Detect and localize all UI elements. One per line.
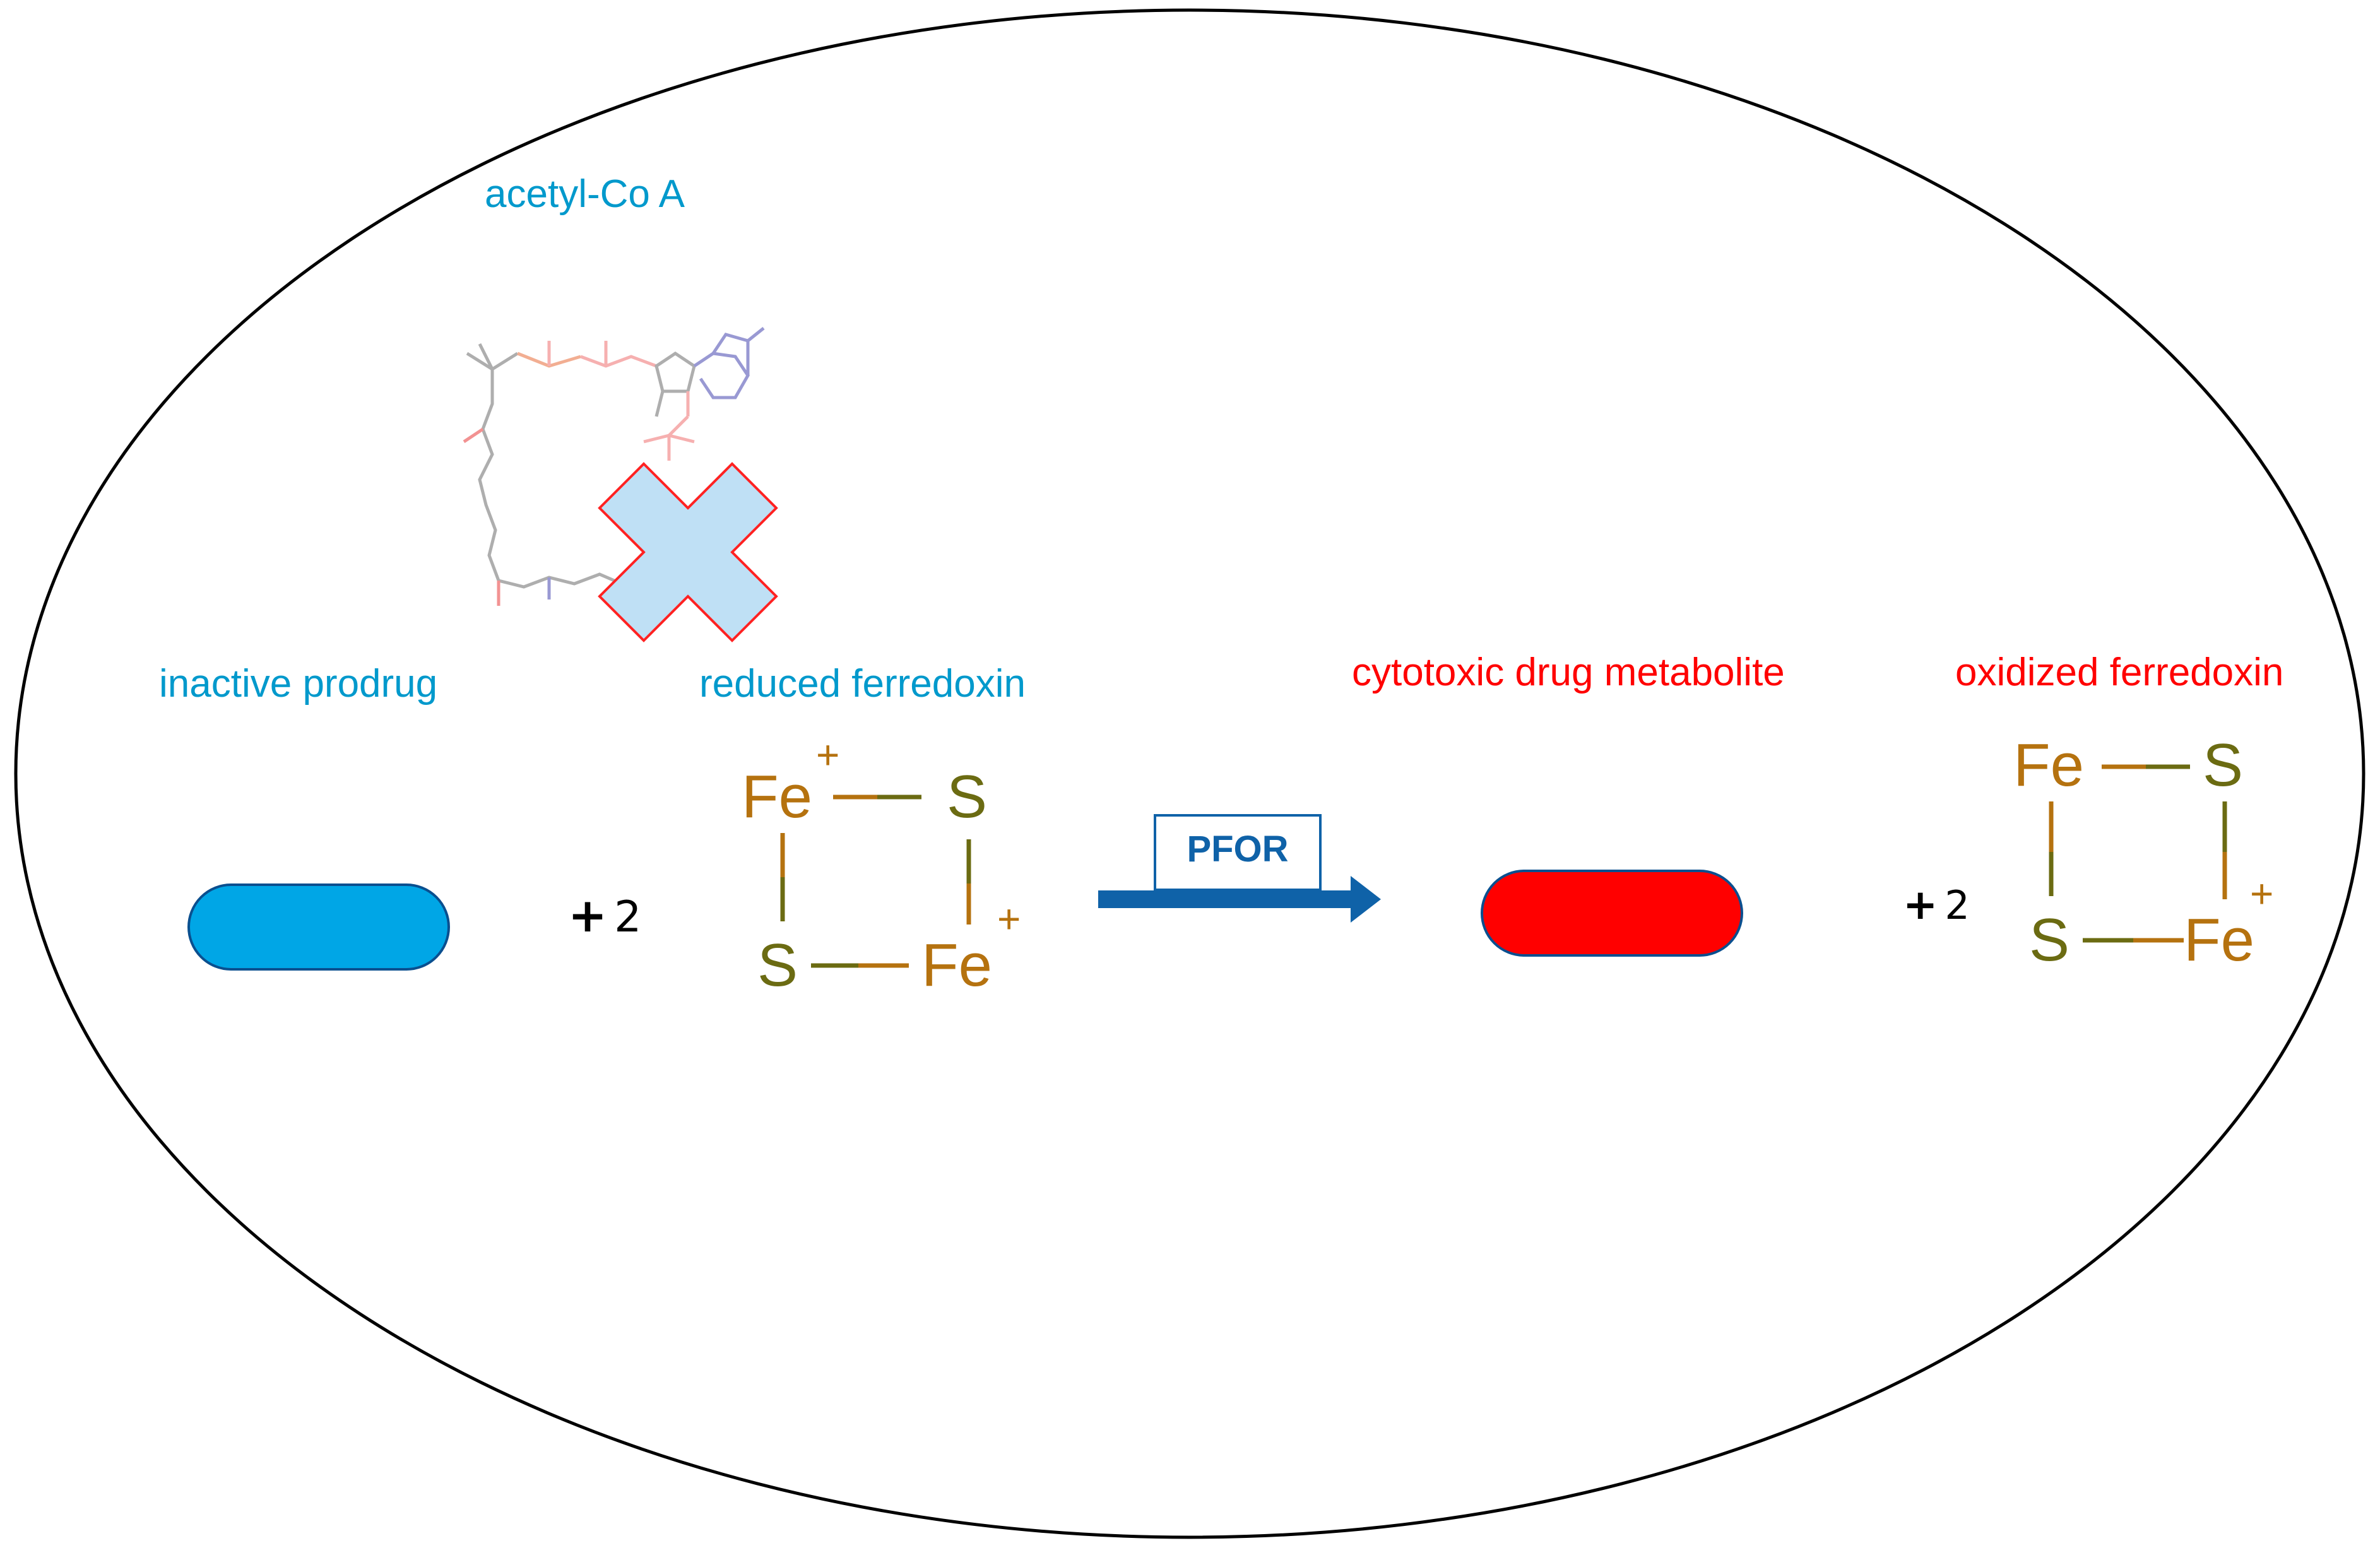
fe-atom: Fe: [921, 931, 992, 999]
reduced-ferredoxin-label: reduced ferredoxin: [699, 662, 1026, 706]
oxidized-ferredoxin-bonds: [2049, 764, 2227, 943]
stoich-coefficient: 2: [614, 892, 642, 942]
reaction-arrow: [1098, 876, 1381, 923]
fe-atom: Fe: [742, 763, 812, 830]
cytotoxic-metabolite-label: cytotoxic drug metabolite: [1352, 651, 1785, 694]
s-atom: S: [2203, 731, 2243, 799]
oxidized-ferredoxin-label: oxidized ferredoxin: [1955, 651, 2284, 694]
charge-sign: +: [2250, 871, 2273, 916]
x-cross-icon: [598, 462, 778, 642]
stoichiometry-right: + 2: [1903, 880, 1970, 929]
charge-sign: +: [997, 896, 1021, 942]
stoich-coefficient: 2: [1945, 882, 1970, 928]
reduced-ferredoxin: Fe + S S Fe +: [742, 732, 1021, 999]
inactive-prodrug-shape: [187, 883, 450, 971]
plus-sign: +: [1903, 880, 1938, 929]
plus-sign: +: [568, 889, 608, 943]
enzyme-label: PFOR: [1187, 829, 1289, 870]
inactive-prodrug-label: inactive prodrug: [159, 662, 438, 706]
s-atom: S: [757, 931, 798, 999]
enzyme-box: [1154, 814, 1322, 891]
fe-atom: Fe: [2013, 731, 2084, 799]
reduced-ferredoxin-bonds: [780, 795, 971, 968]
stoichiometry-left: + 2: [568, 889, 641, 943]
fe-atom: Fe: [2184, 906, 2254, 974]
charge-sign: +: [816, 732, 839, 777]
cell-boundary: [14, 8, 2365, 1539]
oxidized-ferredoxin: Fe S S Fe +: [2013, 731, 2273, 974]
cytotoxic-metabolite-shape: [1481, 870, 1743, 957]
s-atom: S: [947, 763, 987, 830]
s-atom: S: [2029, 906, 2069, 974]
acetyl-coa-label: acetyl-Co A: [485, 172, 685, 216]
